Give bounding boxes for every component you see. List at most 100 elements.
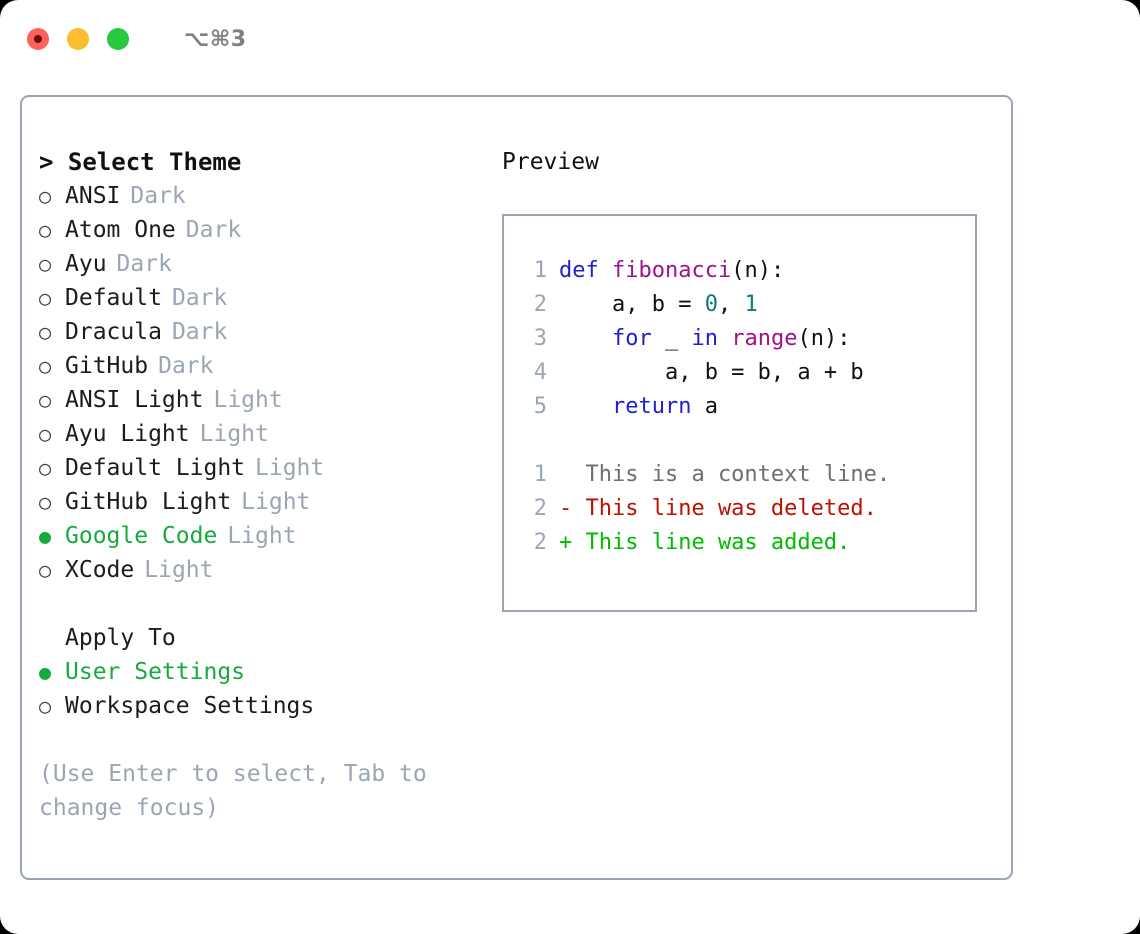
- radio-selected-icon: ●: [39, 524, 52, 548]
- theme-variant-badge: Dark: [171, 319, 228, 345]
- radio-unselected-icon: ○: [39, 184, 52, 208]
- radio-selected-icon: ●: [39, 660, 52, 684]
- code-token-fn: range: [731, 326, 798, 351]
- keyboard-hint: (Use Enter to select, Tab to change focu…: [39, 761, 427, 821]
- theme-option-ansi[interactable]: ○ ANSI Dark: [39, 179, 489, 213]
- code-token-num: 1: [744, 292, 758, 317]
- line-number: 2: [533, 292, 547, 317]
- line-number: 3: [533, 326, 547, 351]
- apply-to-list[interactable]: ● User Settings ○ Workspace Settings: [39, 655, 489, 723]
- window-controls: [27, 28, 129, 50]
- theme-option-github[interactable]: ○ GitHub Dark: [39, 349, 489, 383]
- radio-unselected-icon: ○: [39, 388, 52, 412]
- code-diff-gap: [521, 424, 975, 458]
- theme-option-dracula[interactable]: ○ Dracula Dark: [39, 315, 489, 349]
- code-token-fn: fibonacci: [611, 258, 732, 283]
- line-number: 5: [533, 394, 547, 419]
- maximize-button[interactable]: [107, 28, 129, 50]
- code-token-plain: [559, 394, 612, 419]
- radio-unselected-icon: ○: [39, 320, 52, 344]
- theme-option-label: ANSI Light: [65, 387, 204, 413]
- radio-unselected-icon: ○: [39, 422, 52, 446]
- window-title-shortcut: ⌥⌘3: [184, 26, 247, 52]
- code-text: a, b = 0, 1: [559, 288, 758, 322]
- diff-sample: 1 This is a context line.2- This line wa…: [521, 458, 975, 560]
- theme-option-label: Dracula: [65, 319, 162, 345]
- code-line: 3 for _ in range(n):: [521, 322, 975, 356]
- preview-header: Preview: [502, 149, 599, 175]
- code-text: a, b = b, a + b: [559, 356, 864, 390]
- radio-unselected-icon: ○: [39, 218, 52, 242]
- radio-unselected-icon: ○: [39, 490, 52, 514]
- theme-option-label: GitHub Light: [65, 489, 232, 515]
- code-token-plain: [559, 326, 612, 351]
- theme-variant-badge: Dark: [185, 217, 242, 243]
- theme-variant-badge: Dark: [116, 251, 172, 277]
- radio-unselected-icon: ○: [39, 354, 52, 378]
- code-token-kw: return: [611, 394, 692, 419]
- theme-option-label: GitHub: [65, 353, 149, 379]
- theme-variant-badge: Light: [199, 421, 269, 447]
- line-number: 1: [533, 462, 547, 487]
- close-button[interactable]: [27, 28, 49, 50]
- theme-variant-badge: Dark: [130, 183, 186, 209]
- theme-variant-badge: Dark: [171, 285, 228, 311]
- code-token-plain: ,: [717, 292, 745, 317]
- radio-unselected-icon: ○: [39, 558, 52, 582]
- code-line: 2 a, b = 0, 1: [521, 288, 975, 322]
- theme-variant-badge: Light: [213, 387, 283, 413]
- theme-option-label: Atom One: [65, 217, 176, 243]
- theme-option-default[interactable]: ○ Default Dark: [39, 281, 489, 315]
- apply-to-option-label: Workspace Settings: [65, 693, 315, 719]
- theme-variant-badge: Light: [227, 523, 297, 549]
- radio-unselected-icon: ○: [39, 286, 52, 310]
- theme-option-ayu[interactable]: ○ Ayu Dark: [39, 247, 489, 281]
- diff-line-ctx: 1 This is a context line.: [521, 458, 975, 492]
- code-token-plain: _: [651, 326, 692, 351]
- radio-unselected-icon: ○: [39, 694, 52, 718]
- theme-option-label: ANSI: [65, 183, 121, 209]
- apply-to-option-workspace-settings[interactable]: ○ Workspace Settings: [39, 689, 489, 723]
- diff-text: - This line was deleted.: [559, 496, 877, 521]
- minimize-button[interactable]: [67, 28, 89, 50]
- theme-option-atom-one[interactable]: ○ Atom One Dark: [39, 213, 489, 247]
- code-line: 5 return a: [521, 390, 975, 424]
- code-token-plain: (n):: [731, 258, 785, 283]
- code-token-plain: a, b = b, a + b: [559, 360, 864, 385]
- diff-line-del: 2- This line was deleted.: [521, 492, 975, 526]
- theme-variant-badge: Light: [255, 455, 325, 481]
- code-token-kw: in: [691, 326, 718, 351]
- code-token-plain: a: [691, 394, 718, 419]
- diff-line-add: 2+ This line was added.: [521, 526, 975, 560]
- code-token-plain: [718, 326, 731, 351]
- apply-to-header: Apply To: [65, 625, 176, 651]
- theme-option-label: Ayu: [65, 251, 107, 277]
- theme-option-label: Default Light: [65, 455, 246, 481]
- title-bar: ⌥⌘3: [0, 0, 1140, 78]
- code-token-kw: for: [611, 326, 652, 351]
- theme-variant-badge: Dark: [158, 353, 214, 379]
- list-spacer: [39, 587, 489, 621]
- theme-option-ansi-light[interactable]: ○ ANSI Light Light: [39, 383, 489, 417]
- apply-to-option-user-settings[interactable]: ● User Settings: [39, 655, 489, 689]
- line-number: 1: [533, 258, 547, 283]
- theme-option-label: Default: [65, 285, 162, 311]
- diff-text: This is a context line.: [559, 462, 891, 487]
- code-token-plain: a, b =: [559, 292, 705, 317]
- radio-unselected-icon: ○: [39, 252, 52, 276]
- code-text: def fibonacci(n):: [559, 254, 784, 288]
- select-theme-header: > Select Theme: [39, 148, 242, 176]
- theme-option-default-light[interactable]: ○ Default Light Light: [39, 451, 489, 485]
- radio-unselected-icon: ○: [39, 456, 52, 480]
- apply-to-option-label: User Settings: [65, 659, 246, 685]
- diff-text: + This line was added.: [559, 530, 851, 555]
